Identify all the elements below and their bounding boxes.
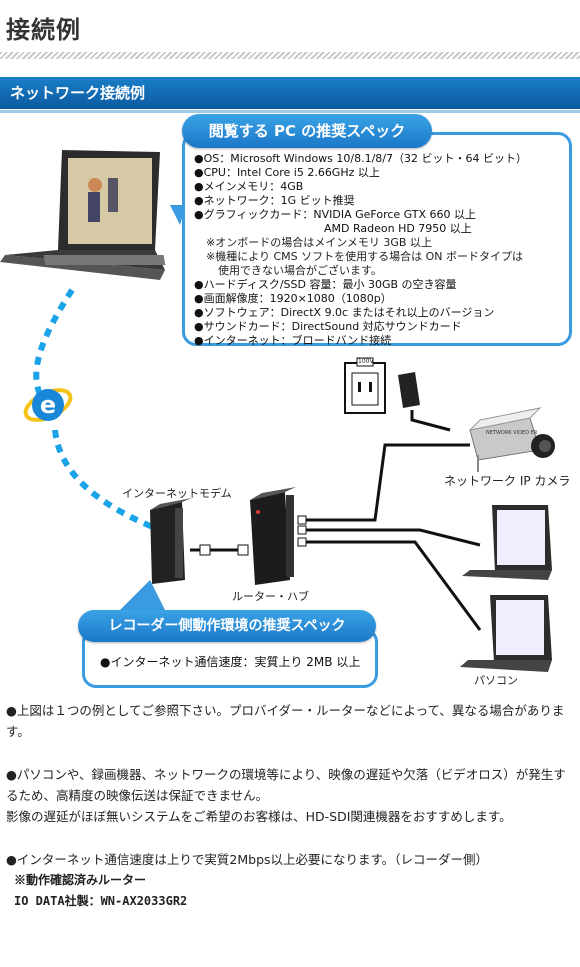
title-rule: [0, 52, 580, 59]
note-example: ●上図は１つの例としてご参照下さい。プロバイダー・ルーターなどによって、異なる場…: [6, 703, 565, 739]
power-adapter: [398, 372, 420, 408]
network-diagram: e: [0, 110, 580, 695]
section-bar: ネットワーク接続例: [0, 77, 580, 113]
spec-resolution: ●画面解像度：1920×1080（1080p）: [194, 292, 392, 305]
pc-label: パソコン: [474, 674, 518, 687]
internet-dots-lower: [52, 429, 162, 533]
camera-label: ネットワーク IP カメラ: [444, 474, 571, 488]
ip-camera: NETWORK VIDEO ER: [468, 407, 555, 472]
laptop-right-2: [460, 595, 552, 672]
spec-graphics-amd: AMD Radeon HD 7950 以上: [324, 222, 472, 235]
spec-sound: ●サウンドカード：DirectSound 対応サウンドカード: [194, 320, 462, 333]
outlet-label: 100V: [358, 358, 374, 365]
note-upload-speed: ●インターネット通信速度は上りで実質2Mbps以上必要になります。（レコーダー側…: [6, 852, 489, 867]
note-hdsdi: 影像の遅延がほぼ無いシステムをご希望のお客様は、HD-SDI関連機器をおすすめし…: [6, 809, 512, 824]
recorder-spec-speed: ●インターネット通信速度：実質上り 2MB 以上: [100, 655, 361, 669]
spec-os: ●OS：Microsoft Windows 10/8.1/8/7（32 ビット・…: [194, 152, 527, 165]
spec-internet: ●インターネット：ブロードバンド接続: [194, 334, 392, 347]
spec-note-onboard: ※オンボードの場合はメインメモリ 3GB 以上: [206, 236, 432, 249]
router-label: ルーター・ハブ: [232, 590, 309, 603]
pc-spec-box: [182, 132, 572, 346]
note-router-model: IO DATA社製：WN-AX2033GR2: [14, 894, 188, 908]
spec-graphics: ●グラフィックカード：NVIDIA GeForce GTX 660 以上: [194, 208, 477, 221]
laptop-right-1: [462, 505, 552, 580]
pc-spec-list: ●OS：Microsoft Windows 10/8.1/8/7（32 ビット・…: [194, 152, 564, 348]
modem-label: インターネットモデム: [122, 487, 232, 500]
laptop-top: [0, 150, 166, 280]
recorder-pointer: [120, 580, 165, 610]
spec-software: ●ソフトウェア：DirectX 9.0c またはそれ以上のバージョン: [194, 306, 495, 319]
note-verified-router: ※動作確認済みルーター: [14, 873, 147, 887]
svg-text:e: e: [40, 391, 56, 419]
router-device: [250, 487, 296, 585]
spec-storage: ●ハードディスク/SSD 容量：最小 30GB の空き容量: [194, 278, 457, 291]
spec-note-cms-cont: 使用できない場合がございます。: [218, 264, 382, 277]
internet-dots-upper: [33, 288, 75, 397]
spec-memory: ●メインメモリ：4GB: [194, 180, 304, 193]
spec-cpu: ●CPU：Intel Core i5 2.66GHz 以上: [194, 166, 380, 179]
internet-explorer-icon: e: [23, 388, 73, 422]
pc-spec-heading: 閲覧する PC の推奨スペック: [182, 114, 432, 148]
page-title: 接続例: [6, 16, 81, 44]
spec-network: ●ネットワーク：1G ビット推奨: [194, 194, 355, 207]
notes-section: ●上図は１つの例としてご参照下さい。プロバイダー・ルーターなどによって、異なる場…: [6, 700, 578, 912]
note-latency: ●パソコンや、録画機器、ネットワークの環境等により、映像の遅延や欠落（ビデオロス…: [6, 767, 566, 803]
camera-brand-text: NETWORK VIDEO ER: [486, 430, 538, 436]
recorder-spec-heading: レコーダー側動作環境の推奨スペック: [78, 610, 376, 642]
modem-device: [150, 498, 192, 584]
power-outlet: [344, 357, 386, 414]
router-cables: [300, 410, 482, 631]
diagram-graphics: e: [0, 150, 555, 672]
spec-note-cms: ※機種により CMS ソフトを使用する場合は ON ボードタイプは: [206, 250, 524, 263]
